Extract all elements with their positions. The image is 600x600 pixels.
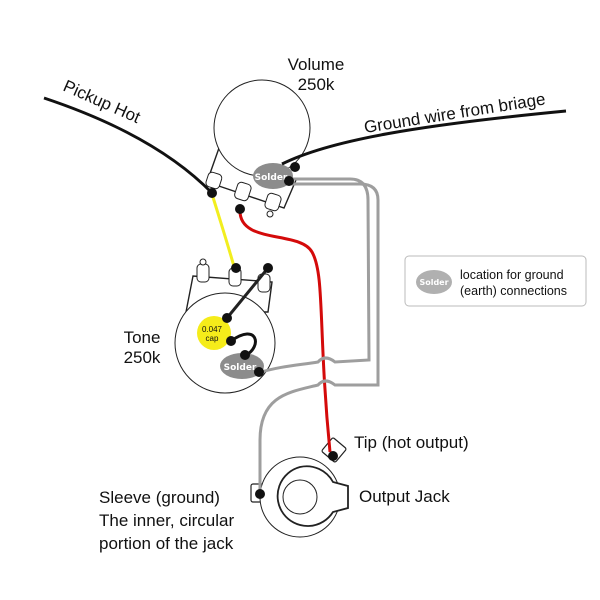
joint-jack-sleeve: [255, 489, 265, 499]
volume-pot-circle: [213, 79, 311, 177]
tone-solder-label: Solder: [224, 363, 257, 373]
joint-jack-tip: [328, 451, 338, 461]
volume-lug-3: [264, 192, 282, 212]
volume-pot: Solder: [205, 79, 311, 218]
capacitor-value: 0.047: [202, 325, 223, 334]
tone-solder-blob: [220, 353, 264, 379]
pickup-hot-wire: [43, 96, 214, 194]
joint-tone-lug3: [263, 263, 273, 273]
yellow-wire: [210, 193, 237, 271]
cap-to-solder-wire: [230, 332, 257, 357]
ground-wire-from-bridge: [281, 109, 567, 166]
solder-joints: [207, 162, 338, 499]
joint-volume-lug1: [207, 188, 217, 198]
sleeve-label-3: portion of the jack: [99, 534, 234, 553]
joint-volume-lug2: [235, 204, 245, 214]
legend-solder-label: Solder: [419, 278, 448, 287]
sleeve-label-1: Sleeve (ground): [99, 488, 220, 507]
joint-tone-solder-ground: [254, 367, 264, 377]
joint-tone-solder-top: [240, 350, 250, 360]
volume-lug-2: [234, 181, 252, 202]
sleeve-label-2: The inner, circular: [99, 511, 234, 530]
capacitor: [197, 316, 231, 350]
tone-lug-1-hole: [199, 258, 207, 266]
tone-pot: Solder: [174, 258, 276, 394]
tip-label: Tip (hot output): [354, 433, 469, 452]
jack-inner-circle: [282, 479, 318, 515]
legend-line-1: location for ground: [460, 268, 564, 282]
joint-cap-bottom: [226, 336, 236, 346]
volume-solder-label: Solder: [255, 173, 288, 183]
legend-line-2: (earth) connections: [460, 284, 567, 298]
output-jack-label: Output Jack: [359, 487, 450, 506]
volume-lug-1: [205, 171, 223, 190]
joint-cap-top: [222, 313, 232, 323]
volume-solder-blob: [253, 163, 293, 189]
volume-lug-3-hole: [266, 210, 274, 218]
joint-tone-lug2: [231, 263, 241, 273]
output-jack: [250, 437, 349, 538]
legend: Solder location for ground (earth) conne…: [404, 255, 587, 307]
volume-value: 250k: [298, 75, 335, 94]
legend-box: [404, 255, 587, 307]
joint-volume-ground: [284, 176, 294, 186]
tone-title: Tone: [124, 328, 161, 347]
tone-lug-1: [196, 263, 210, 283]
tone-value: 250k: [124, 348, 161, 367]
tone-lug-to-cap-wire: [225, 267, 270, 319]
joint-ground-bridge: [290, 162, 300, 172]
ground-wire-label: Ground wire from briage: [363, 90, 547, 137]
capacitor-unit: cap: [206, 334, 219, 343]
legend-solder-blob: [416, 270, 452, 294]
red-wire: [238, 208, 332, 453]
ground-wire-jack: [258, 182, 380, 493]
volume-title: Volume: [288, 55, 345, 74]
